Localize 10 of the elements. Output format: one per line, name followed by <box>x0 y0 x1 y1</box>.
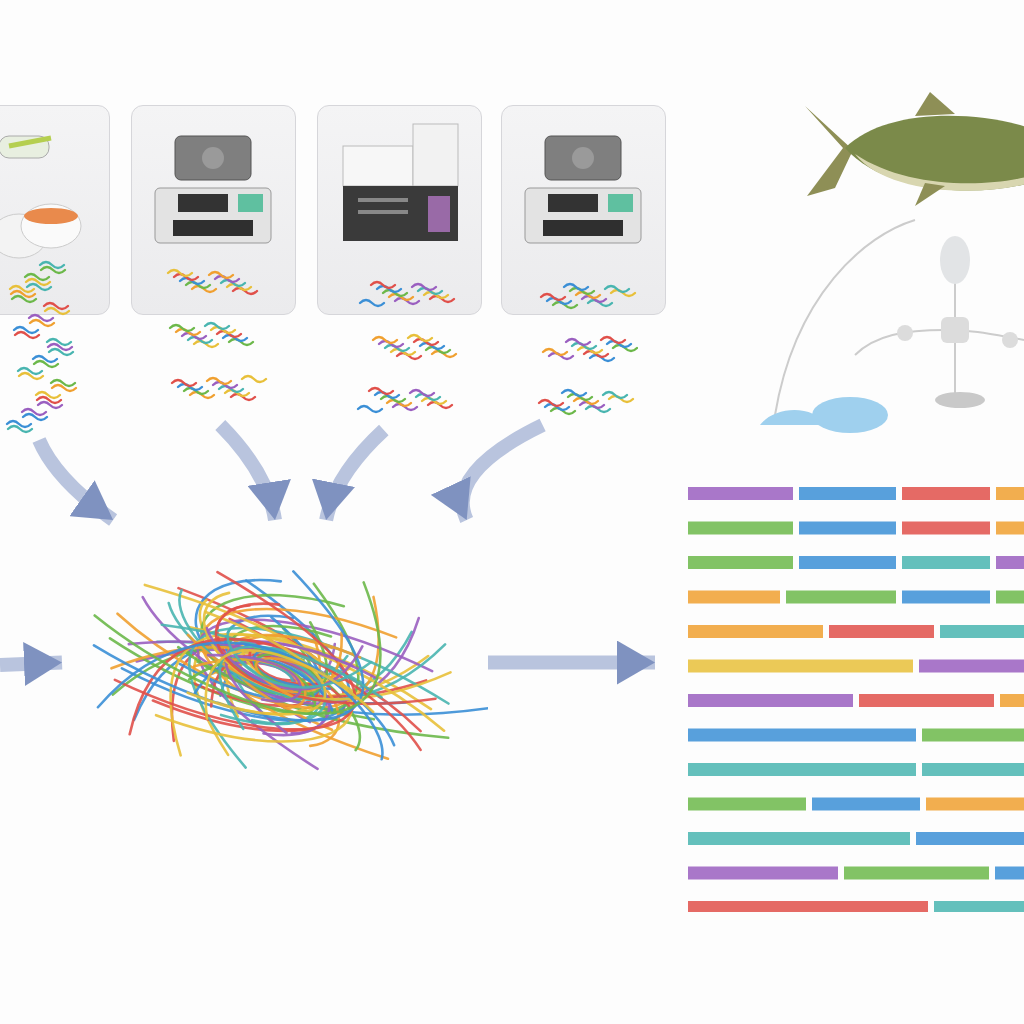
arrow <box>32 437 118 526</box>
sequencer-panel <box>501 105 666 315</box>
arrow <box>0 642 63 686</box>
arrow <box>215 420 290 522</box>
arrow <box>313 424 389 522</box>
sequencer-panel <box>0 105 110 315</box>
arrow <box>488 640 655 685</box>
sequencer-panel <box>317 105 482 315</box>
arrow <box>433 418 546 523</box>
sequencer-panel <box>131 105 296 315</box>
